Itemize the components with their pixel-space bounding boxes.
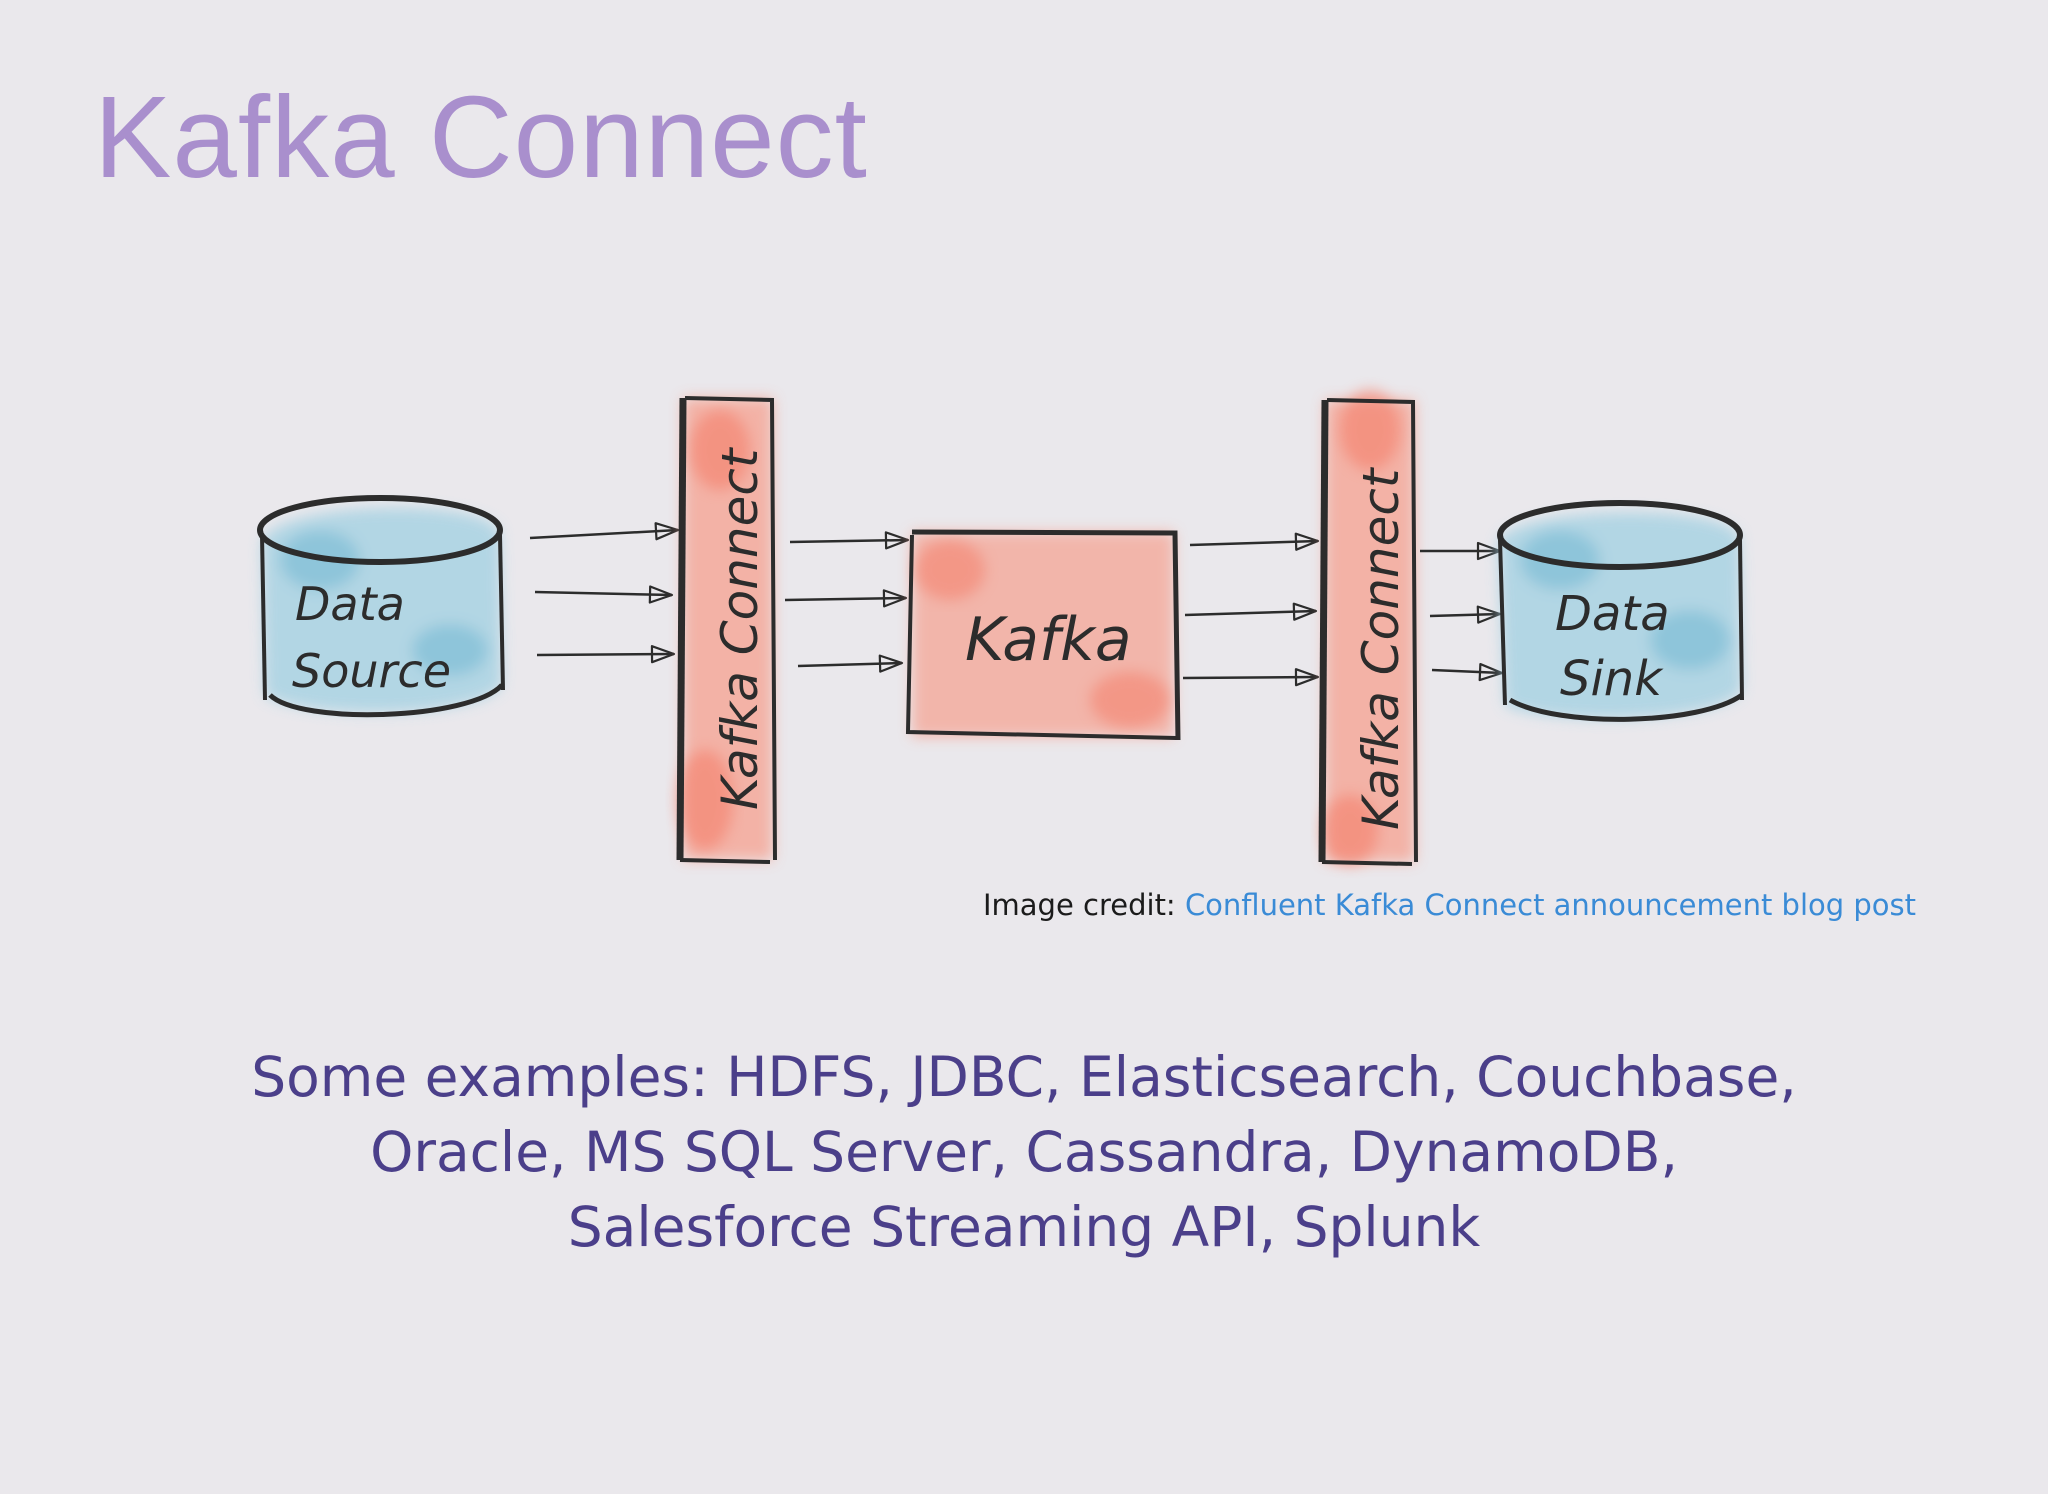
kafka-label: Kafka: [965, 605, 1132, 675]
kafka-connect-right-label: Kafka Connect: [1352, 466, 1410, 830]
kafka-connect-right: Kafka Connect: [1318, 390, 1418, 866]
examples-line-3: Salesforce Streaming API, Splunk: [567, 1195, 1481, 1259]
arrows-connect-to-sink: [1420, 541, 1504, 682]
data-source-label-line2: Source: [292, 644, 451, 698]
kafka-connect-left-label: Kafka Connect: [711, 446, 769, 810]
data-sink-label-line1: Data: [1555, 586, 1670, 642]
arrows-source-to-connect: [529, 522, 680, 664]
arrows-kafka-to-connect: [1182, 532, 1320, 687]
examples-text: Some examples: HDFS, JDBC, Elasticsearch…: [180, 1040, 1868, 1265]
data-sink-label-line2: Sink: [1560, 651, 1664, 707]
image-credit-link[interactable]: Confluent Kafka Connect announcement blo…: [1184, 888, 1916, 922]
kafka-connect-left: Kafka Connect: [676, 396, 777, 864]
slide-title: Kafka Connect: [94, 72, 868, 202]
examples-line-2: Oracle, MS SQL Server, Cassandra, Dynamo…: [370, 1120, 1678, 1184]
data-sink-database: Data Sink: [1497, 500, 1744, 722]
examples-line-1: Some examples: HDFS, JDBC, Elasticsearch…: [251, 1045, 1797, 1109]
image-credit: Image credit: Confluent Kafka Connect an…: [983, 888, 1916, 922]
data-source-database: Data Source: [257, 495, 505, 718]
image-credit-prefix: Image credit:: [982, 888, 1185, 922]
kafka-broker-box: Kafka: [905, 529, 1181, 741]
data-source-label-line1: Data: [295, 577, 405, 631]
arrows-connect-to-kafka: [784, 531, 910, 673]
